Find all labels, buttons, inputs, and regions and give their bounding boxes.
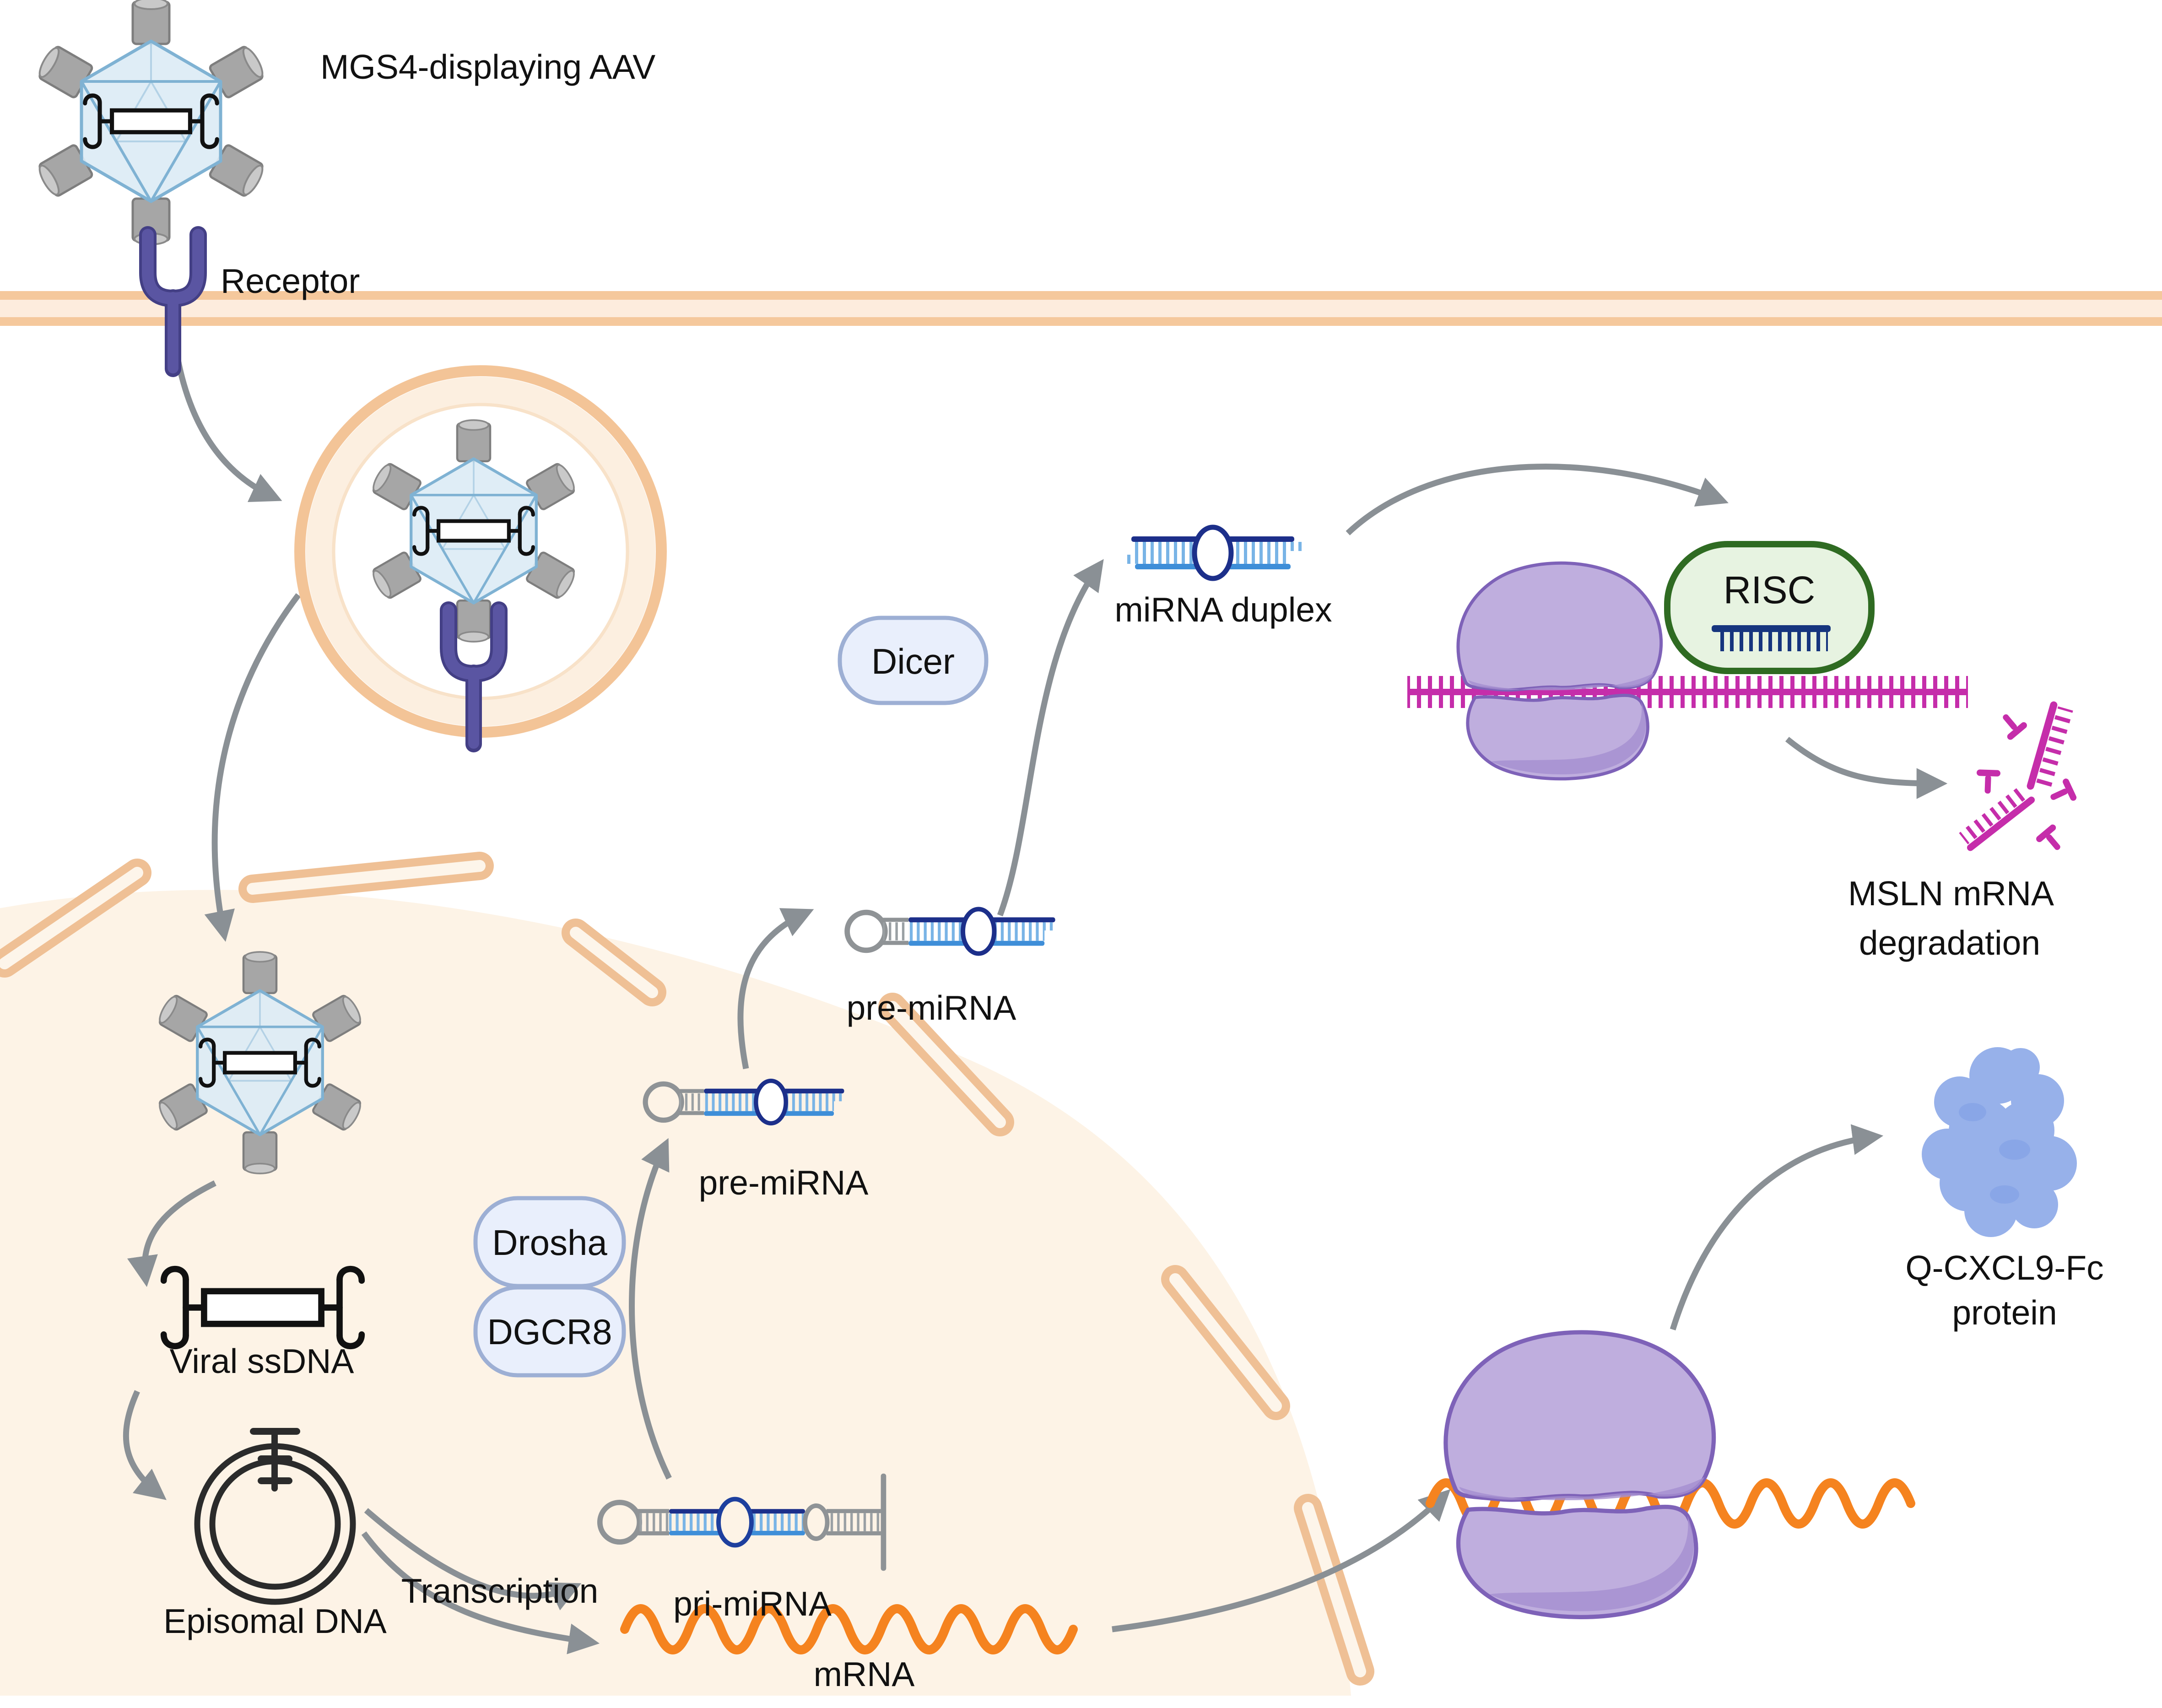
risc-badge xyxy=(1664,541,1875,674)
arrow-ssdna-to-episome xyxy=(123,1390,167,1500)
arrow-risc-to-degradation xyxy=(1785,736,1948,799)
transcription-label: Transcription xyxy=(401,1572,599,1610)
dicer-badge xyxy=(838,616,989,705)
episomal-dna-label: Episomal DNA xyxy=(163,1602,387,1640)
arrow-transcription-to-primirna xyxy=(364,1508,582,1611)
arrow-primirna-to-premirna xyxy=(629,1138,672,1480)
drosha-label: Drosha xyxy=(492,1222,607,1263)
mirna-duplex-icon xyxy=(1123,527,1303,578)
cell-membrane xyxy=(0,291,2162,326)
episomal-dna-icon xyxy=(194,1428,356,1605)
mrna-fragment-icon xyxy=(1956,700,2078,857)
msln-degradation-label-line1: MSLN mRNA xyxy=(1848,874,2054,913)
nuclear-envelope-segment xyxy=(562,919,666,1006)
virus-title-label: MGS4-displaying AAV xyxy=(320,48,655,86)
pri-mirna-label: pri-miRNA xyxy=(673,1584,832,1623)
pre-mirna-nucleus-label: pre-miRNA xyxy=(699,1163,869,1202)
risc-label: RISC xyxy=(1724,568,1816,611)
protein-label-line1: Q-CXCL9-Fc xyxy=(1905,1249,2103,1287)
receptor-icon xyxy=(148,235,198,369)
mrna-wave-icon xyxy=(620,1604,1078,1654)
arrow-ribosome-to-protein xyxy=(1670,1124,1884,1330)
ribosome-icon xyxy=(1458,563,1661,778)
protein-label-line2: protein xyxy=(1952,1293,2057,1332)
aav-virus-icon xyxy=(35,0,267,244)
arrow-dicer-processing xyxy=(997,559,1104,917)
viral-ssdna-label: Viral ssDNA xyxy=(170,1342,354,1380)
protein-blob-icon xyxy=(1922,1047,2077,1237)
arrow-aav-to-ssdna xyxy=(127,1180,216,1287)
pre-mirna-cytoplasm-label: pre-miRNA xyxy=(847,989,1016,1027)
arrow-virus-to-endosome xyxy=(174,357,282,503)
arrow-duplex-to-risc xyxy=(1346,464,1729,535)
nuclear-envelope-segment xyxy=(1294,1494,1374,1686)
receptor-label: Receptor xyxy=(221,262,360,300)
endosome-icon xyxy=(294,365,667,744)
dgcr8-badge xyxy=(473,1285,626,1378)
ribosome-icon xyxy=(1446,1332,1714,1617)
dgcr8-label: DGCR8 xyxy=(487,1312,612,1352)
nuclear-envelope xyxy=(0,852,1374,1686)
msln-degradation-label-line2: degradation xyxy=(1859,924,2040,962)
nuclear-envelope-segment xyxy=(0,859,151,978)
arrow-endosome-to-nucleus xyxy=(204,593,301,942)
nuclear-envelope-segment xyxy=(238,852,494,903)
nuclear-envelope-segment xyxy=(878,993,1014,1136)
arrow-transcription-to-mrna xyxy=(361,1531,600,1654)
risc-mirna-icon xyxy=(1712,625,1831,651)
dicer-label: Dicer xyxy=(871,641,955,681)
arrow-mrna-to-ribosome xyxy=(1112,1489,1451,1632)
arrows xyxy=(123,357,1948,1654)
arrow-premirna-export xyxy=(737,908,814,1070)
pre-mirna-icon xyxy=(847,909,1055,953)
mirna-duplex-label: miRNA duplex xyxy=(1114,590,1332,629)
mrna-label: mRNA xyxy=(814,1655,915,1693)
nuclear-envelope-segment xyxy=(1161,1265,1290,1420)
